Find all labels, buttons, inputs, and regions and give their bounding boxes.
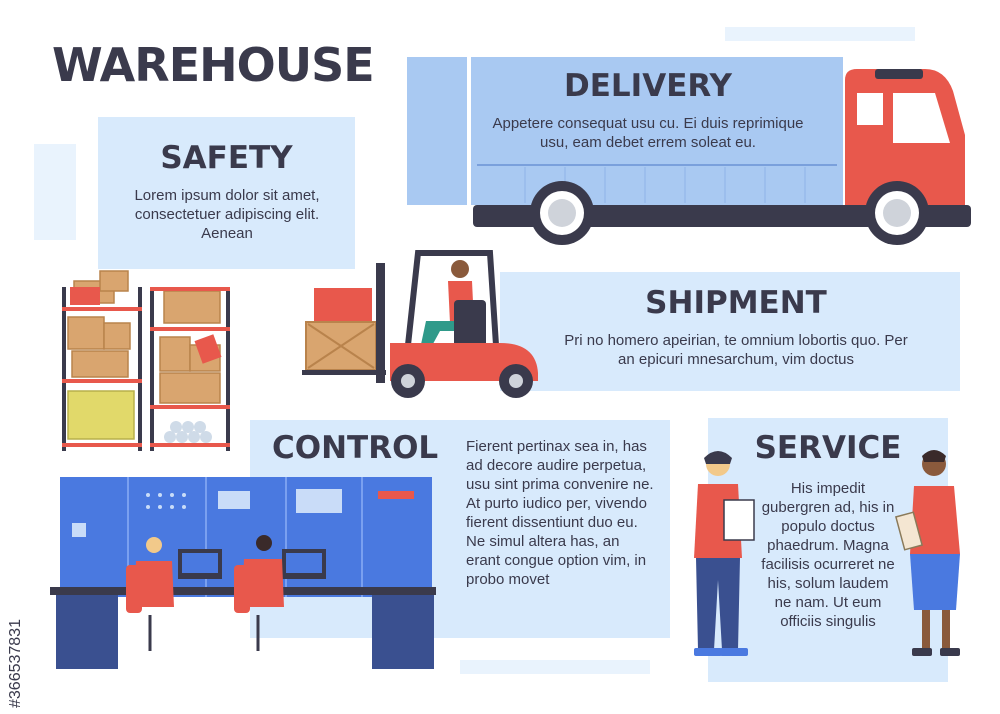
shipment-title: SHIPMENT	[645, 285, 827, 321]
control-text: Fierent pertinax sea in, has ad decore a…	[466, 438, 654, 588]
shipment-panel	[500, 272, 960, 391]
control-title: CONTROL	[272, 430, 439, 466]
bg-strip-bottom	[460, 660, 650, 674]
stock-id-text: #366537831	[7, 619, 24, 708]
safety-text: Lorem ipsum dolor sit amet, consectetuer…	[134, 187, 320, 242]
main-title: WAREHOUSE	[52, 38, 375, 92]
shelving-icon	[62, 270, 230, 451]
forklift-icon	[302, 250, 538, 398]
bg-strip-top	[725, 27, 915, 41]
truck-icon	[407, 57, 971, 245]
stock-id: #366537831	[7, 619, 24, 708]
bg-strip-left	[34, 144, 76, 240]
delivery-title: DELIVERY	[564, 68, 732, 104]
shipment-text: Pri no homero apeirian, te omnium lobort…	[564, 332, 908, 368]
control-room-icon	[50, 477, 436, 669]
safety-title: SAFETY	[160, 140, 293, 176]
workers-icon	[694, 450, 960, 656]
safety-panel	[98, 117, 355, 269]
service-text: His impedit gubergren ad, his in populo …	[761, 480, 895, 630]
service-title: SERVICE	[754, 430, 902, 466]
delivery-text: Appetere consequat usu cu. Ei duis repri…	[492, 115, 804, 151]
service-panel	[708, 418, 948, 682]
